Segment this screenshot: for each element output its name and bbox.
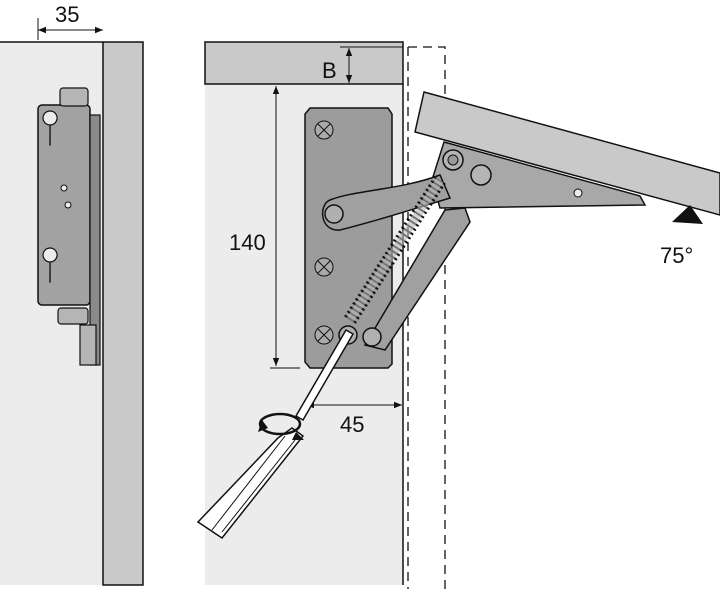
side-view: 35 (0, 2, 144, 586)
flap-arm (431, 141, 647, 209)
screw-icon (314, 257, 334, 277)
closed-flap-outline (407, 46, 446, 589)
bracket-side-view (37, 87, 101, 366)
dimension-label-140: 140 (229, 230, 266, 255)
screw-icon (314, 325, 334, 345)
cabinet-top-edge (0, 42, 103, 64)
link-arm (363, 207, 471, 351)
open-flap (414, 91, 720, 216)
dimension-label-b: B (322, 58, 337, 83)
mounting-plate (304, 107, 393, 369)
front-view: B 140 75° 45 (196, 41, 720, 589)
cabinet-side-panel (102, 41, 144, 586)
spring (344, 176, 446, 324)
cabinet-top-board (204, 41, 404, 85)
dimension-label-35: 35 (55, 2, 79, 27)
angle-marker-icon (672, 205, 703, 224)
rotate-arrow-icon (258, 412, 304, 440)
dimension-label-45: 45 (340, 412, 364, 437)
angle-label: 75° (660, 243, 693, 268)
screw-icon (314, 120, 334, 140)
screwdriver-icon (196, 328, 355, 540)
lever-arm (321, 174, 452, 231)
